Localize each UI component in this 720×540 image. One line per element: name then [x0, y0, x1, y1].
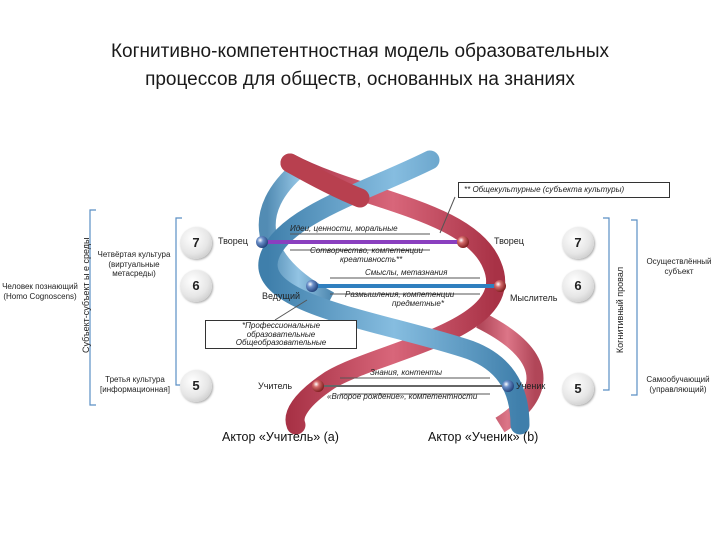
level5-right-node-label: Ученик	[516, 381, 546, 391]
level-6-right-number: 6	[562, 270, 594, 302]
fourth-culture-label: Четвёртая культура (виртуальные метасред…	[97, 250, 171, 278]
node-6-right	[494, 280, 506, 292]
right-vertical-label: Когнитивный провал	[615, 266, 625, 354]
note-top-box: ** Общекультурные (субъекта культуры)	[458, 182, 670, 198]
left-vertical-label: Субъект-субъект ы е среды	[81, 237, 91, 353]
node-6-left	[306, 280, 318, 292]
level-7-left-number: 7	[180, 227, 212, 259]
node-5-left	[312, 380, 324, 392]
blue-strand-back	[258, 161, 335, 308]
right-top-label: Осуществлённый субъект	[646, 257, 712, 276]
right-bottom-label: Самообучающий (управляющий)	[646, 375, 710, 394]
level7-below2-text: креативность**	[340, 255, 403, 264]
red-strand-top	[280, 153, 370, 208]
third-culture-label: Третья культура [информационная]	[100, 375, 170, 394]
left-outer-label: Человек познающий (Homo Cognoscens)	[2, 282, 78, 301]
level-6-left-number: 6	[180, 270, 212, 302]
right-outer-bracket	[631, 219, 638, 396]
blue-strand	[258, 150, 530, 435]
right-inner-bracket	[603, 217, 610, 391]
level-5-right-number: 5	[562, 373, 594, 405]
level5-below-text: «Второе рождение», компетентности	[327, 392, 478, 401]
actor-b-label: Актор «Ученик» (b)	[428, 430, 539, 444]
node-7-right	[457, 236, 469, 248]
note-top-text: ** Общекультурные (субъекта культуры)	[464, 185, 625, 194]
title-line-2: процессов для обществ, основанных на зна…	[145, 69, 575, 90]
level-5-left-number: 5	[180, 370, 212, 402]
left-inner-bracket	[175, 217, 182, 386]
level6-below-text: Размышления, компетенции	[345, 290, 455, 299]
level6-below2-text: предметные*	[392, 299, 444, 308]
level5-left-node-label: Учитель	[258, 381, 293, 391]
actor-a-label: Актор «Учитель» (a)	[222, 430, 339, 444]
title-line-1: Когнитивно-компетентностная модель образ…	[110, 41, 609, 62]
level6-right-node-label: Мыслитель	[510, 293, 558, 303]
level6-above-text: Смыслы, метазнания	[365, 268, 448, 277]
level7-right-node-label: Творец	[494, 236, 524, 246]
left-outer-bracket	[89, 209, 96, 406]
level7-left-node-label: Творец	[218, 236, 248, 246]
node-7-left	[256, 236, 268, 248]
level-7-right-number: 7	[562, 227, 594, 259]
note-mid-box: *Профессиональные образовательные Общеоб…	[205, 320, 357, 349]
node-5-right	[502, 380, 514, 392]
level5-above-text: Знания, контенты	[370, 368, 443, 377]
level7-below-text: Сотворчество, компетенции	[310, 246, 423, 255]
note-mid-text: *Профессиональные образовательные Общеоб…	[235, 321, 327, 347]
page-title: Когнитивно-компетентностная модель образ…	[0, 38, 720, 94]
level7-above-text: Идеи, ценности, моральные	[290, 224, 398, 233]
arrows	[274, 196, 490, 395]
level6-left-node-label: Ведущий	[262, 291, 301, 301]
